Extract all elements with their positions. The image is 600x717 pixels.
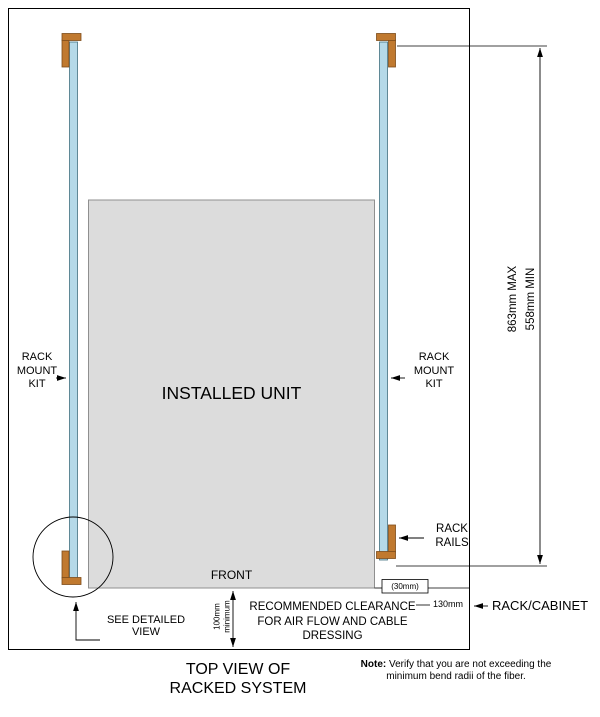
- installed-unit-body: [88, 199, 375, 589]
- left-top-bracket-side: [61, 39, 70, 68]
- right-bottom-bracket-side: [388, 524, 396, 553]
- diagram-title: TOP VIEW OF RACKED SYSTEM: [169, 661, 307, 697]
- label-rack-mount-kit-left: RACK MOUNT KIT: [16, 351, 58, 390]
- left-bottom-bracket-side: [61, 550, 70, 579]
- clearance-30mm-box: [381, 579, 429, 594]
- note-text: Verify that you are not exceeding the mi…: [386, 659, 552, 682]
- label-clearance-note: RECOMMENDED CLEARANCE FOR AIR FLOW AND C…: [249, 601, 416, 642]
- label-clearance-130mm: 130mm: [433, 599, 464, 609]
- label-rack-cabinet: RACK/CABINET: [492, 598, 589, 613]
- label-dim-558mm-min: 558mm MIN: [525, 267, 537, 331]
- label-clearance-30mm: (30mm): [391, 582, 419, 591]
- label-100mm-minimum: 100mm minimum: [212, 600, 232, 633]
- left-rack-rail: [69, 41, 78, 579]
- left-bottom-bracket-cap: [61, 577, 82, 585]
- label-installed-unit: INSTALLED UNIT: [161, 383, 302, 403]
- label-rack-mount-kit-right: RACK MOUNT KIT: [413, 351, 455, 390]
- leader-see-detailed-view: [73, 602, 100, 641]
- left-top-bracket-cap: [61, 33, 82, 41]
- detail-view-circle: [32, 516, 114, 598]
- right-rack-rail: [379, 41, 388, 561]
- label-front: FRONT: [210, 568, 253, 582]
- right-top-bracket-side: [388, 39, 396, 68]
- note-label: Note:: [360, 659, 387, 670]
- right-bottom-bracket-cap: [376, 551, 396, 559]
- label-dim-863mm-max: 863mm MAX: [507, 265, 519, 333]
- label-rack-rails: RACK RAILS: [435, 523, 469, 549]
- right-top-bracket-cap: [376, 33, 396, 41]
- fiber-note: Note: Verify that you are not exceeding …: [347, 659, 565, 683]
- label-see-detailed-view: SEE DETAILED VIEW: [106, 614, 186, 638]
- rack-cabinet-outline: [8, 8, 470, 650]
